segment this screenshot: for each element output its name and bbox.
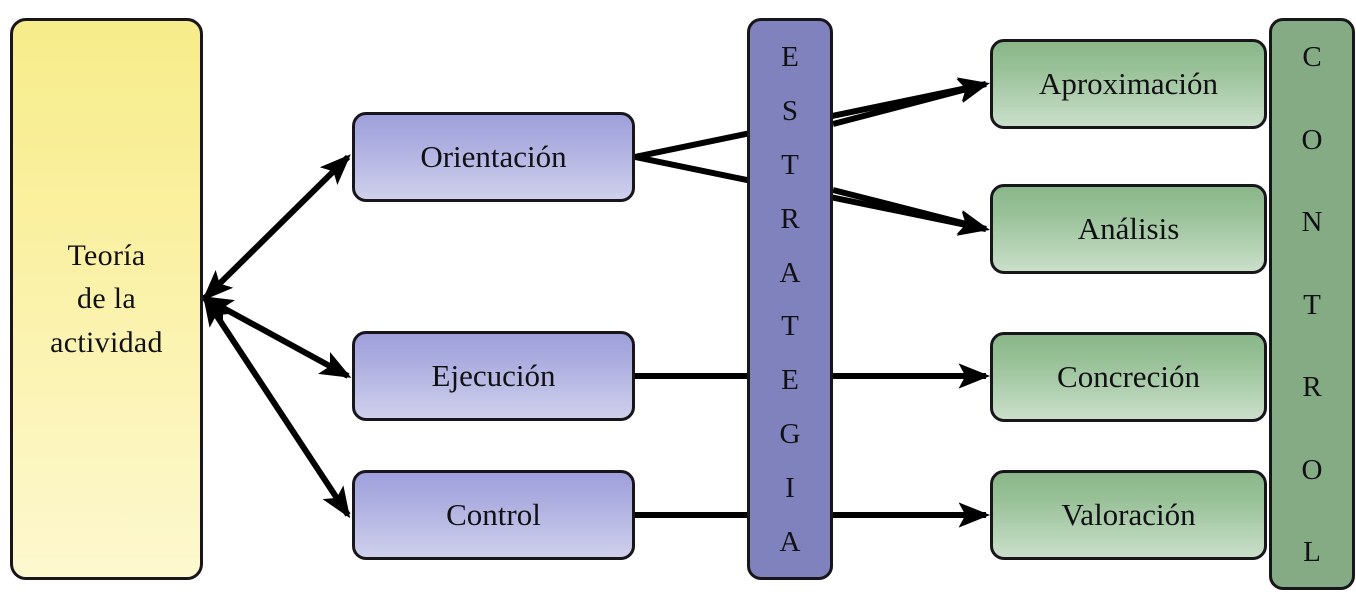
edge-segment-aproximacion-tail [832,78,990,127]
band-letter: E [781,364,799,397]
band-letter: A [779,256,801,289]
band-letter: T [781,148,799,181]
node-analisis[interactable]: Análisis [990,184,1267,274]
edge-theory-control [202,294,351,519]
node-ejecucion[interactable]: Ejecución [352,331,635,421]
band-letter: O [1301,123,1323,156]
band-letter: E [781,41,799,73]
band-letter: G [779,418,801,451]
edge-theory-ejecucion [201,295,352,379]
node-control-band[interactable]: C O N T R O L [1269,18,1355,590]
band-letter: R [780,202,800,235]
band-letter: R [1302,371,1322,403]
band-letter: C [1302,41,1322,73]
band-letter: L [1303,536,1321,568]
band-letter: T [1303,288,1321,321]
node-valoracion[interactable]: Valoración [990,470,1267,560]
node-aproximacion[interactable]: Aproximación [990,39,1267,129]
band-letter: S [781,94,799,127]
node-concrecion[interactable]: Concreción [990,332,1267,422]
band-letter: T [781,310,799,343]
band-letter: O [1301,453,1323,486]
band-letter: I [785,472,795,504]
edge-segment-analisis-tail [832,187,990,235]
node-control-fase[interactable]: Control [352,470,635,560]
edge-theory-orientacion [202,154,351,301]
band-letter: A [779,525,801,558]
node-orientacion[interactable]: Orientación [352,112,635,202]
node-teoria-de-la-actividad[interactable]: Teoría de la actividad [10,18,203,580]
band-letter: N [1301,206,1323,238]
